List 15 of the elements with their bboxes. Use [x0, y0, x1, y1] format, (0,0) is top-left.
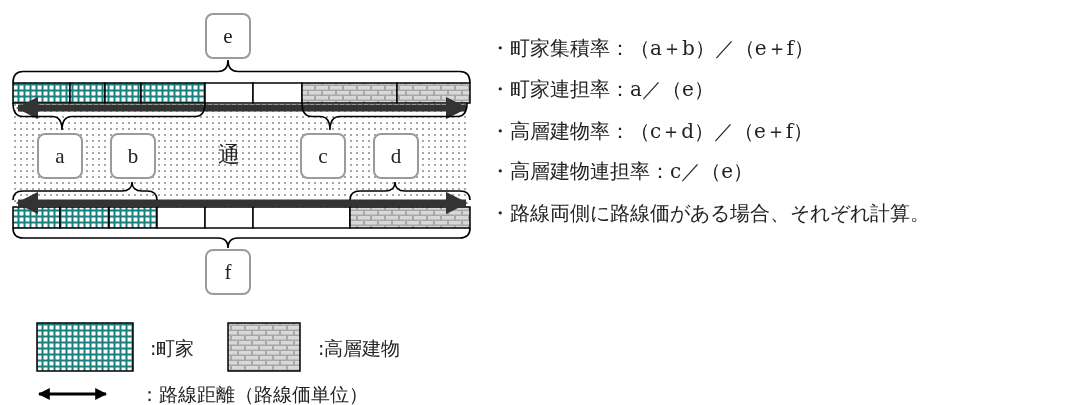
street-label: 通: [218, 141, 240, 169]
letter-box: d: [373, 133, 419, 179]
letter-box: e: [205, 13, 251, 59]
letter-box: f: [205, 249, 251, 295]
formula-text: ・高層建物連担率：c／（e）: [490, 158, 754, 185]
legend-label: :町家: [150, 336, 195, 361]
letter-box: a: [37, 133, 83, 179]
legend-label: ：路線距離（路線価単位）: [140, 382, 368, 405]
letter-box: c: [300, 133, 346, 179]
legend-label: :高層建物: [318, 336, 401, 361]
letter-box: b: [110, 133, 156, 179]
formula-text: ・町家連担率：a／（e）: [490, 76, 714, 103]
formula-text: ・町家集積率：（a＋b）／（e＋f）: [490, 35, 814, 62]
formula-text: ・高層建物率：（c＋d）／（e＋f）: [490, 118, 814, 145]
note-text: ・路線両側に路線価がある場合、それぞれ計算。: [490, 200, 930, 227]
